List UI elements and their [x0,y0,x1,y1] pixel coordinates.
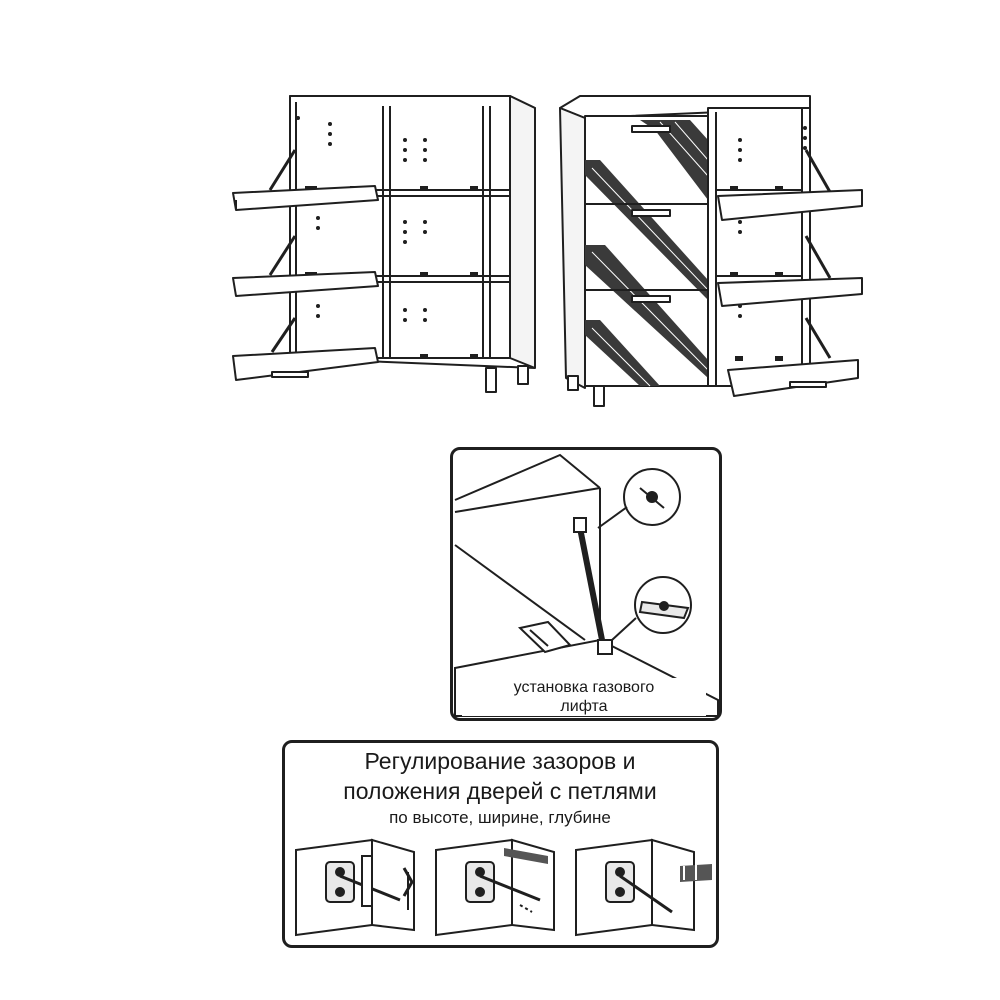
gas-lift-caption: установка газового лифта [462,678,706,716]
gas-lift-caption-line2: лифта [560,698,608,715]
hinge-width-adjustment [435,838,555,937]
left-cabinet-open [232,95,536,393]
right-cabinet-doors [559,95,863,407]
gas-lift-caption-line1: установка газового [513,679,655,696]
hinge-title-line2: положения дверей с петлями [343,778,657,804]
hinge-adjustment-title: Регулирование зазоров и положения дверей… [290,746,710,806]
hinge-adjustment-subtitle: по высоте, ширине, глубине [389,808,611,827]
hinge-depth-adjustment [575,838,712,937]
hinge-title-line1: Регулирование зазоров и [364,748,636,774]
hinge-height-adjustment [295,838,415,937]
